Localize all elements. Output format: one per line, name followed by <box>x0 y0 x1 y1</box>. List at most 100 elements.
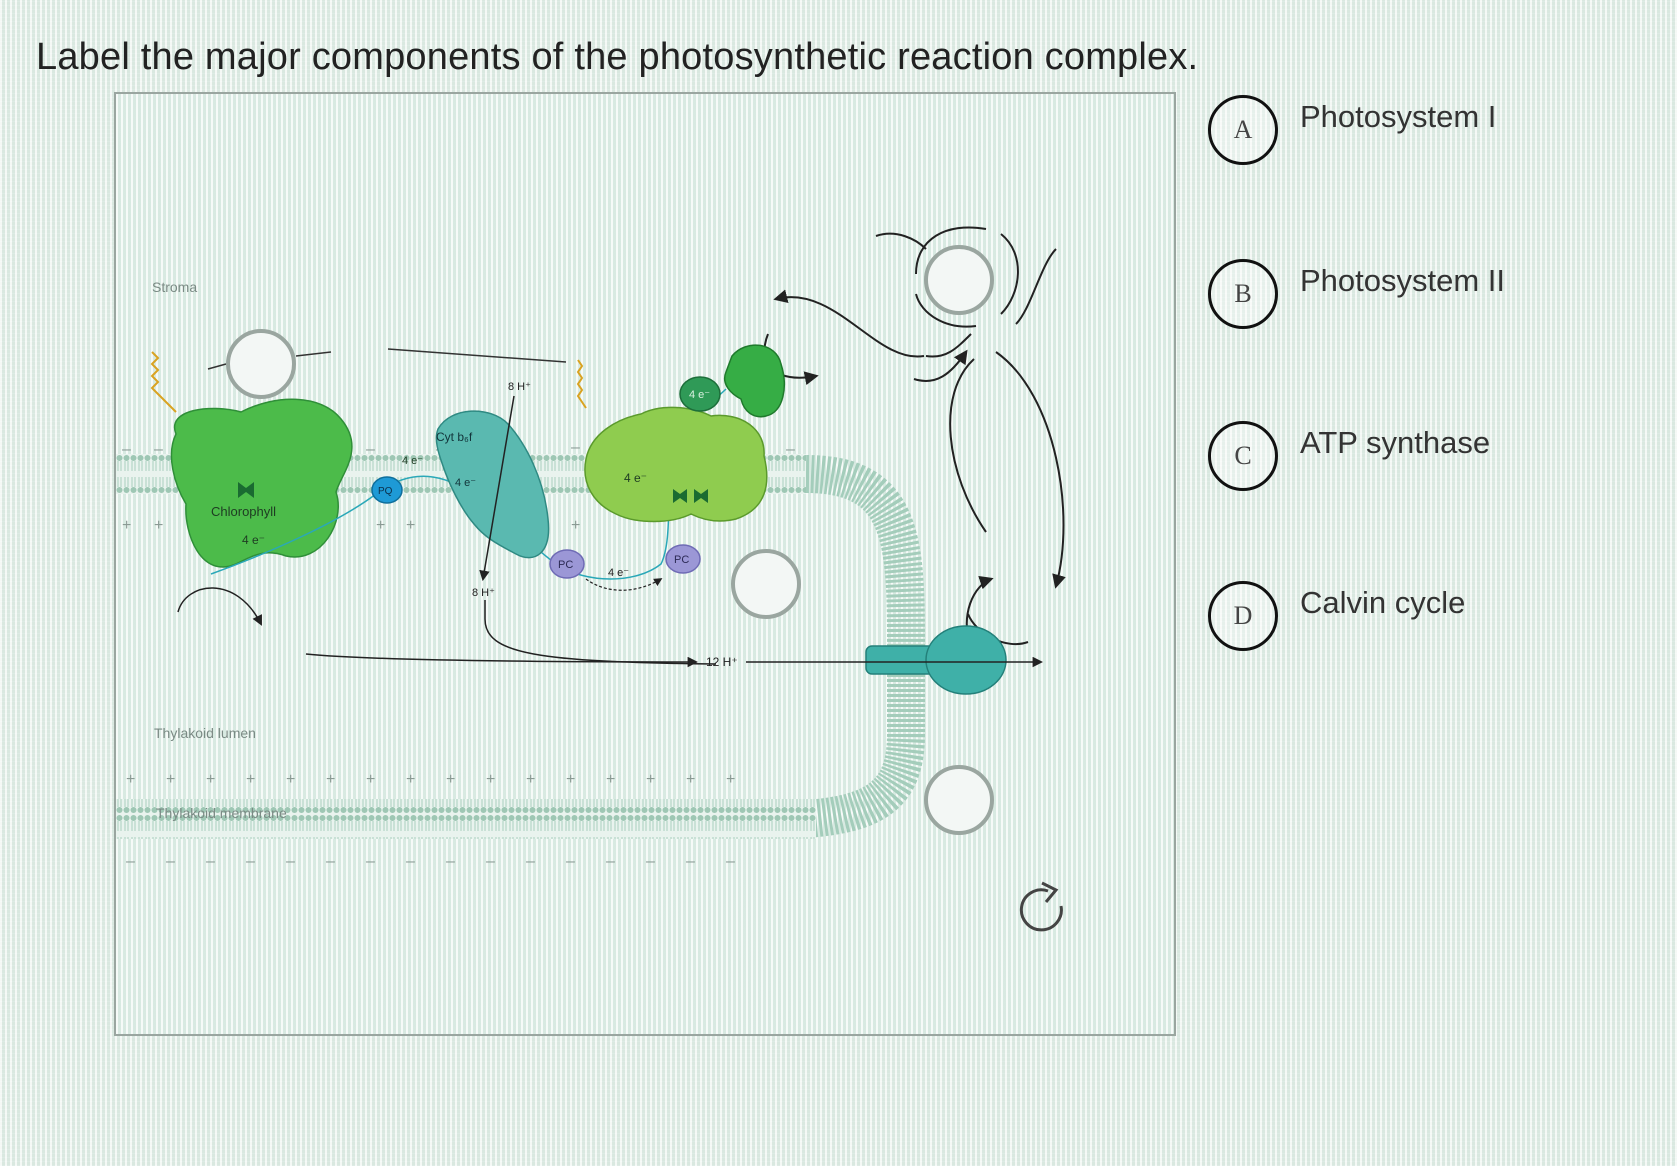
diagram-frame: Stroma –––––– +++++ ++++++++++++++++ –––… <box>114 92 1176 1036</box>
pq-label: PQ <box>378 486 393 497</box>
svg-text:+: + <box>366 771 375 788</box>
svg-text:+: + <box>246 771 255 788</box>
redo-arrow-icon <box>1019 888 1063 932</box>
svg-text:–: – <box>154 441 163 458</box>
svg-text:–: – <box>526 853 535 870</box>
svg-text:+: + <box>726 771 735 788</box>
svg-text:+: + <box>406 771 415 788</box>
nadp-reductase <box>724 344 785 418</box>
svg-text:–: – <box>126 853 135 870</box>
svg-text:+: + <box>486 771 495 788</box>
protons-bottom-label: 8 H⁺ <box>472 587 495 599</box>
atp-synthase-head <box>925 625 1007 695</box>
light-wave-left <box>150 351 177 413</box>
option-d-label[interactable]: Calvin cycle <box>1300 585 1466 620</box>
option-d-circle[interactable]: D <box>1208 581 1278 651</box>
svg-text:+: + <box>686 771 695 788</box>
svg-text:+: + <box>406 517 415 534</box>
svg-text:–: – <box>686 853 695 870</box>
svg-text:+: + <box>206 771 215 788</box>
option-c-label[interactable]: ATP synthase <box>1300 425 1491 460</box>
psi-chlorophyll-icon-1 <box>673 489 687 503</box>
pc-label-left: PC <box>558 559 573 571</box>
membrane-curve <box>116 455 925 838</box>
pc-carrier-right <box>665 544 701 574</box>
svg-text:–: – <box>446 853 455 870</box>
svg-text:+: + <box>571 517 580 534</box>
svg-text:–: – <box>246 853 255 870</box>
cytochrome-b6f <box>435 410 550 559</box>
option-b-label[interactable]: Photosystem II <box>1300 263 1506 298</box>
light-wave-right <box>576 359 587 409</box>
option-c-circle[interactable]: C <box>1208 421 1278 491</box>
svg-text:–: – <box>206 853 215 870</box>
chlorophyll-icon <box>238 482 254 498</box>
drop-target-psi[interactable] <box>731 549 801 619</box>
reset-button[interactable] <box>1019 881 1063 932</box>
pointer-line <box>387 348 567 363</box>
svg-text:–: – <box>566 853 575 870</box>
svg-text:+: + <box>526 771 535 788</box>
pc-label-right: PC <box>674 554 689 566</box>
proton-gradient-arrow <box>305 653 699 668</box>
stroma-label: Stroma <box>152 279 197 295</box>
svg-text:–: – <box>406 853 415 870</box>
pc-transfer-arrow <box>585 578 663 591</box>
drop-target-calvin[interactable] <box>924 245 994 315</box>
cyt-label: Cyt b₆f <box>436 430 473 444</box>
svg-text:+: + <box>606 771 615 788</box>
svg-text:–: – <box>786 441 795 458</box>
svg-text:–: – <box>286 853 295 870</box>
option-a-circle[interactable]: A <box>1208 95 1278 165</box>
question-prompt: Label the major components of the photos… <box>36 36 1199 78</box>
membrane-label: Thylakoid membrane <box>156 805 287 821</box>
lumen-label: Thylakoid lumen <box>154 725 256 741</box>
pc-carrier-left <box>549 549 585 579</box>
membrane-lower <box>116 799 816 839</box>
proton-arrow-cyt <box>479 395 515 582</box>
option-b[interactable]: B Photosystem II <box>1208 254 1505 334</box>
chlorophyll-label: Chlorophyll <box>211 504 276 519</box>
psi-chlorophyll-icon-2 <box>694 489 708 503</box>
fd-electron-label: 4 e⁻ <box>689 389 710 401</box>
svg-text:+: + <box>566 771 575 788</box>
svg-text:+: + <box>446 771 455 788</box>
proton-return-arrow <box>484 600 717 665</box>
svg-text:–: – <box>571 439 580 456</box>
psii-electron-label: 4 e⁻ <box>242 533 265 547</box>
svg-text:–: – <box>366 853 375 870</box>
drop-target-atp[interactable] <box>924 765 994 835</box>
psi-electron-label: 4 e⁻ <box>624 471 647 485</box>
water-split-arrow <box>177 587 262 626</box>
calvin-cycle-arrows <box>763 226 1066 657</box>
svg-text:+: + <box>126 771 135 788</box>
svg-text:+: + <box>326 771 335 788</box>
svg-text:–: – <box>486 853 495 870</box>
svg-text:+: + <box>286 771 295 788</box>
svg-text:–: – <box>726 853 735 870</box>
svg-text:–: – <box>646 853 655 870</box>
svg-text:–: – <box>366 441 375 458</box>
drop-target-psii[interactable] <box>207 329 332 399</box>
option-a-label[interactable]: Photosystem I <box>1300 99 1497 134</box>
pq-carrier <box>371 476 403 504</box>
pc-electron-label: 4 e⁻ <box>608 567 629 579</box>
svg-text:+: + <box>376 517 385 534</box>
svg-text:+: + <box>166 771 175 788</box>
option-a[interactable]: A Photosystem I <box>1208 90 1496 170</box>
svg-text:+: + <box>122 517 131 534</box>
photosystem-i <box>584 406 768 523</box>
option-d[interactable]: D Calvin cycle <box>1208 576 1465 656</box>
option-c[interactable]: C ATP synthase <box>1208 416 1490 496</box>
charge-signs: – – – – – – + + + + + + + + + + + + + + + + + + + + + – – – – – – – – – –… <box>122 439 795 870</box>
option-b-circle[interactable]: B <box>1208 259 1278 329</box>
cyt-electron-label: 4 e⁻ <box>455 477 476 489</box>
svg-text:+: + <box>646 771 655 788</box>
svg-text:+: + <box>154 517 163 534</box>
ferredoxin <box>679 376 721 412</box>
pq-electron-label: 4 e⁻ <box>402 455 423 467</box>
photosystem-ii <box>170 398 353 568</box>
photosynthesis-diagram: Stroma –––––– +++++ ++++++++++++++++ –––… <box>116 226 1066 932</box>
protons-top-label: 8 H⁺ <box>508 381 531 393</box>
proton-gradient-label: 12 H⁺ <box>706 655 738 669</box>
